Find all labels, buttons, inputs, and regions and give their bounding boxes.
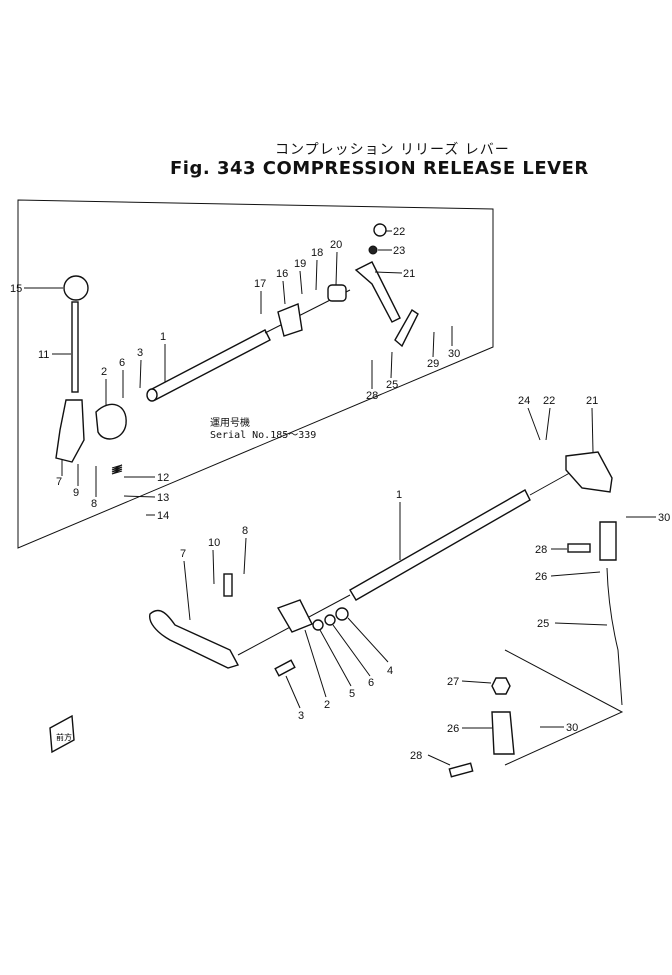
callout-28-bottom: 28 bbox=[410, 750, 422, 762]
callout-27: 27 bbox=[447, 676, 459, 688]
callout-20: 20 bbox=[330, 239, 342, 251]
callout-21: 21 bbox=[403, 268, 415, 280]
callout-25-lower: 25 bbox=[537, 618, 549, 630]
callout-6-lower: 6 bbox=[368, 677, 374, 689]
figure-title: Fig. 343 COMPRESSION RELEASE LEVER bbox=[170, 158, 589, 179]
rod-upper-part bbox=[394, 309, 419, 348]
callout-3-upper: 3 bbox=[137, 347, 143, 359]
callout-29: 29 bbox=[427, 358, 439, 370]
plate-lower-part bbox=[276, 599, 313, 633]
callout-12: 12 bbox=[157, 472, 169, 484]
callout-24: 24 bbox=[518, 395, 530, 407]
callout-18: 18 bbox=[311, 247, 323, 259]
lever-lower-part bbox=[149, 609, 240, 669]
knob-part bbox=[63, 275, 89, 301]
callout-21-lower: 21 bbox=[586, 395, 598, 407]
callout-22-lower: 22 bbox=[543, 395, 555, 407]
callout-7-upper: 7 bbox=[56, 476, 62, 488]
callout-30-bottom: 30 bbox=[566, 722, 578, 734]
nut-part bbox=[368, 245, 378, 255]
callout-17: 17 bbox=[254, 278, 266, 290]
callout-30-upper: 30 bbox=[448, 348, 460, 360]
clevis-lower-part bbox=[491, 711, 515, 755]
bolt-part bbox=[373, 223, 387, 237]
shaft-upper bbox=[146, 289, 351, 402]
callout-23: 23 bbox=[393, 245, 405, 257]
callout-8-upper: 8 bbox=[91, 498, 97, 510]
serial-note: 運用号機 Serial No.185～339 bbox=[210, 418, 316, 442]
callout-26-lower: 26 bbox=[535, 571, 547, 583]
clevis-upper-part bbox=[599, 521, 617, 561]
front-marker: 前方 bbox=[49, 714, 75, 754]
callout-3-lower: 3 bbox=[298, 710, 304, 722]
callout-13: 13 bbox=[157, 492, 169, 504]
assembly-link bbox=[504, 649, 624, 766]
figure-title-japanese: コンプレッション リリーズ レバー bbox=[275, 142, 510, 158]
bracket-part bbox=[565, 451, 613, 493]
callout-1-upper: 1 bbox=[160, 331, 166, 343]
callout-22: 22 bbox=[393, 226, 405, 238]
serial-note-japanese: 運用号機 bbox=[210, 418, 250, 429]
callout-11: 11 bbox=[38, 349, 49, 361]
arm-part bbox=[354, 261, 401, 323]
washer-part-2 bbox=[324, 614, 336, 626]
collar-part bbox=[327, 284, 347, 302]
callout-5: 5 bbox=[349, 688, 355, 700]
serial-note-range: Serial No.185～339 bbox=[210, 430, 317, 441]
shaft-lower bbox=[237, 469, 576, 656]
rod-lower-part bbox=[606, 567, 623, 706]
callout-9: 9 bbox=[73, 487, 79, 499]
callout-14: 14 bbox=[157, 510, 169, 522]
callout-8-lower: 8 bbox=[242, 525, 248, 537]
nut-lower-part bbox=[335, 607, 349, 621]
callout-16: 16 bbox=[276, 268, 288, 280]
front-marker-label: 前方 bbox=[56, 732, 72, 742]
nut-27-part bbox=[491, 677, 511, 695]
bolt-28b-part bbox=[448, 762, 474, 778]
plate-part bbox=[277, 303, 303, 337]
callout-10: 10 bbox=[208, 537, 220, 549]
bolt-lower-part bbox=[274, 659, 296, 677]
bolt-10-part bbox=[223, 573, 233, 597]
callout-7-lower: 7 bbox=[180, 548, 186, 560]
callout-28-lower: 28 bbox=[535, 544, 547, 556]
callout-30-lower: 30 bbox=[658, 512, 670, 524]
upper-inset-frame bbox=[17, 199, 494, 549]
callout-4: 4 bbox=[387, 665, 393, 677]
lever-rod-part bbox=[71, 301, 79, 393]
lever-body-part bbox=[55, 399, 85, 463]
callout-26-bottom: 26 bbox=[447, 723, 459, 735]
cam-part bbox=[95, 403, 127, 440]
callout-28-upper: 28 bbox=[366, 390, 378, 402]
callout-15: 15 bbox=[10, 283, 22, 295]
spring-part bbox=[111, 464, 123, 475]
callout-19: 19 bbox=[294, 258, 306, 270]
bolt-28-part bbox=[567, 543, 591, 553]
callout-6-upper: 6 bbox=[119, 357, 125, 369]
callout-2-lower: 2 bbox=[324, 699, 330, 711]
callout-2-upper: 2 bbox=[101, 366, 107, 378]
callout-25-upper: 25 bbox=[386, 379, 398, 391]
washer-part bbox=[312, 619, 324, 631]
callout-1-lower: 1 bbox=[396, 489, 402, 501]
